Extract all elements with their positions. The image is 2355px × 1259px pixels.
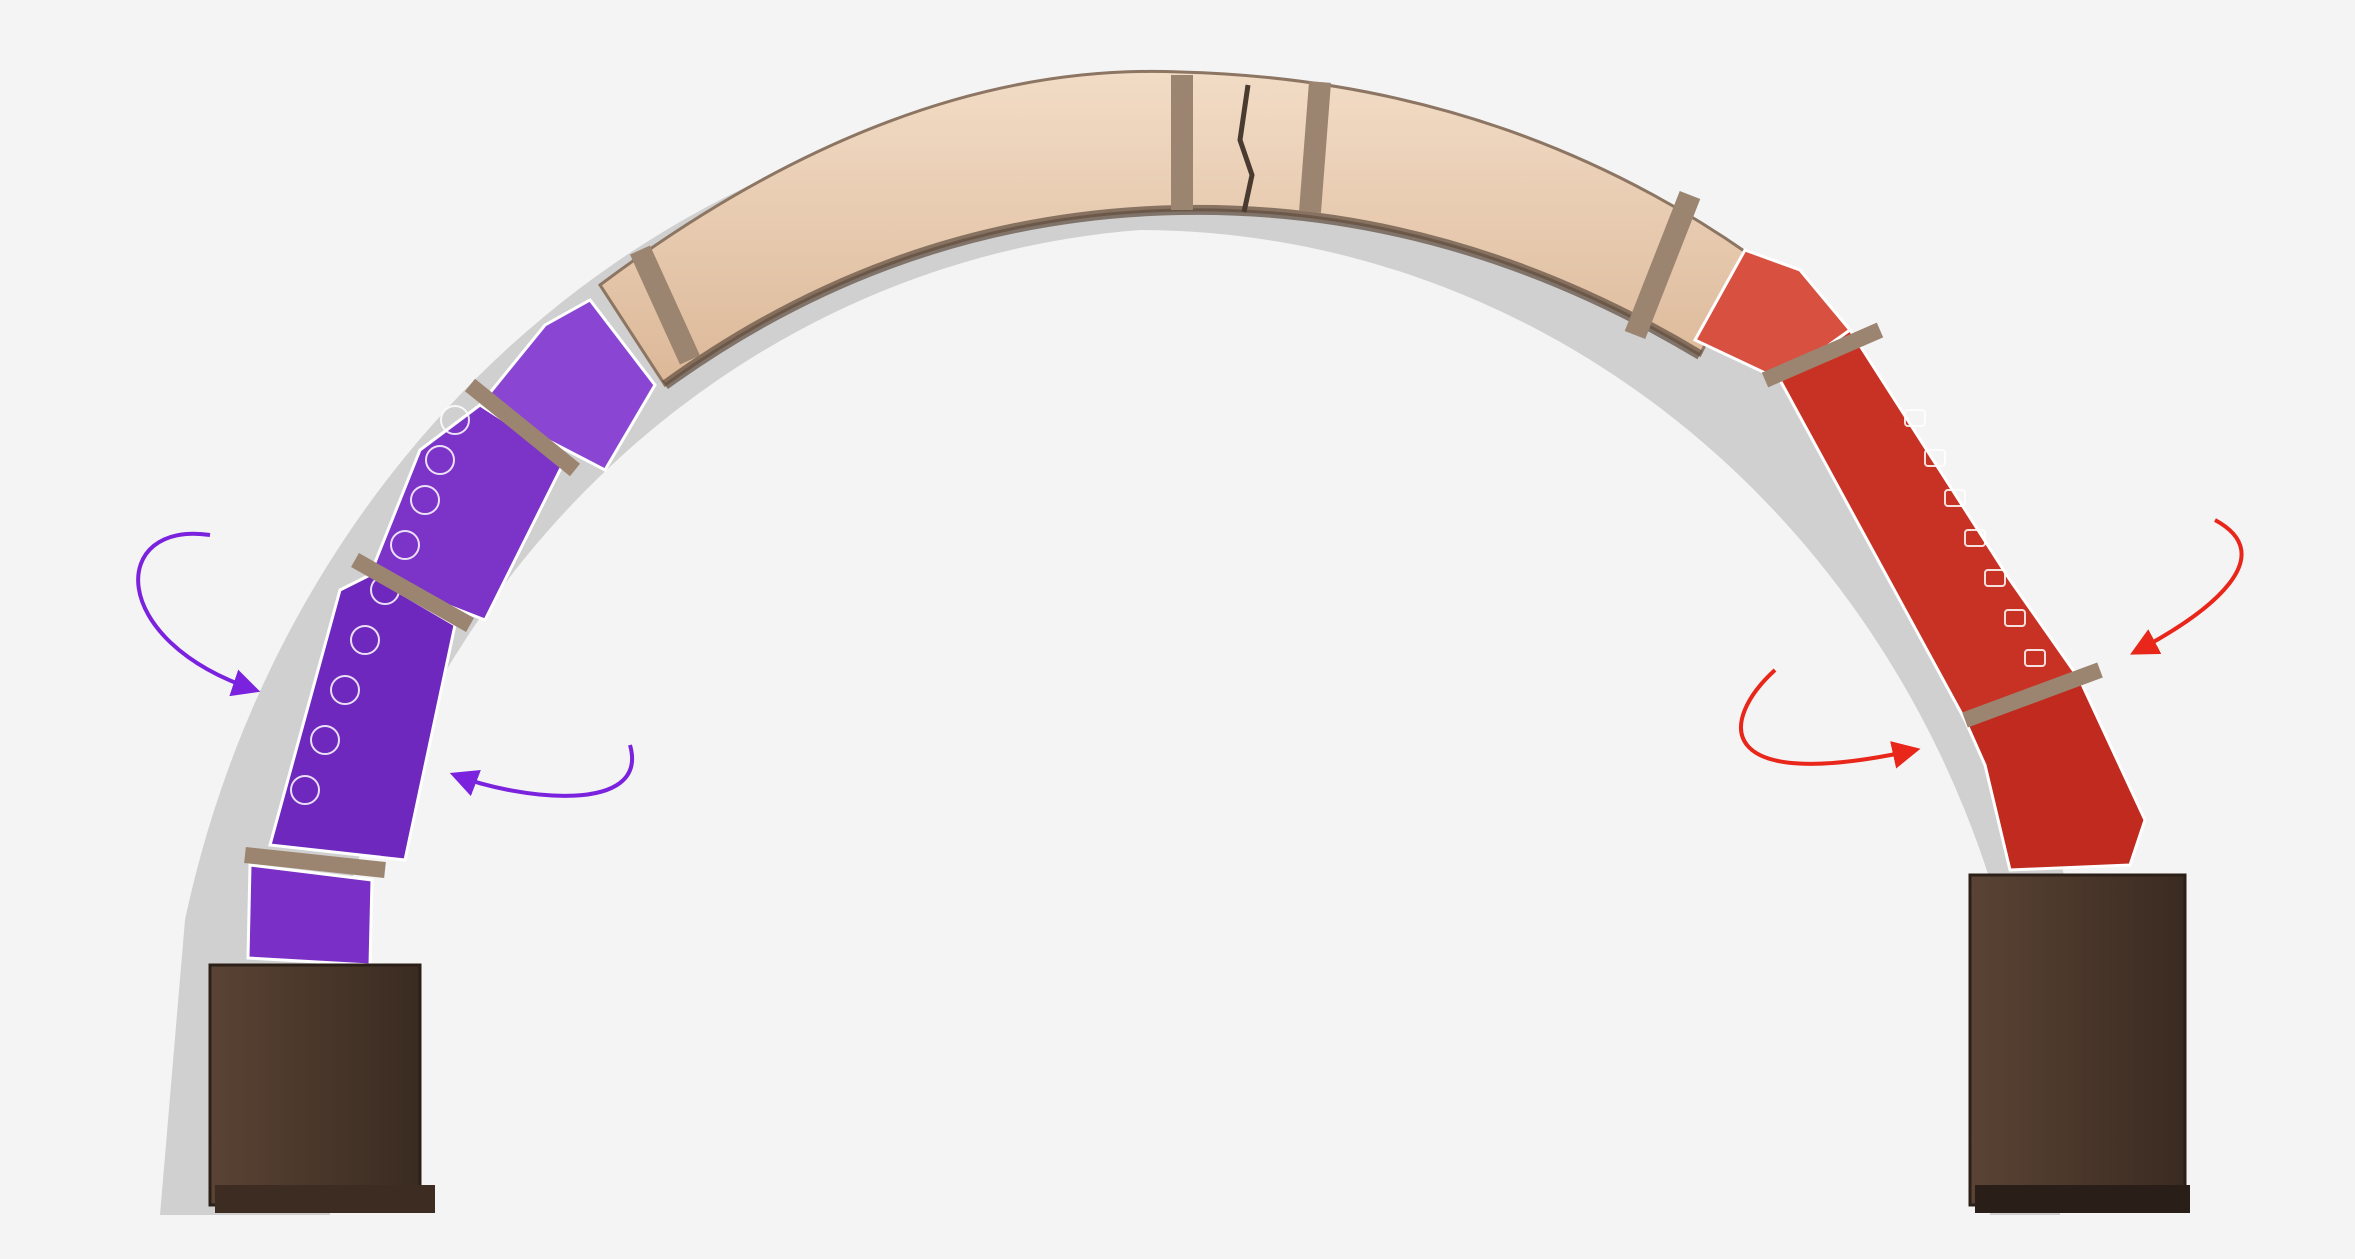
- left-pier-block: [208, 963, 422, 1207]
- left-voussoir-block-low: [268, 573, 457, 862]
- right-pier: [1968, 873, 2190, 1213]
- crown-joint-band-center-b: [1299, 81, 1331, 213]
- crown-crack: [1237, 84, 1255, 213]
- crown-joint-band-right: [1624, 190, 1701, 340]
- left-pier-plinth: [215, 1185, 435, 1213]
- right-joint-band-1: [1761, 322, 1884, 388]
- right-rotation-arrow-inner: [1739, 668, 1921, 769]
- left-joint-band-3: [244, 847, 386, 878]
- right-carving-pattern: [1904, 409, 2046, 667]
- left-carving-pattern: [290, 405, 470, 805]
- left-joint-band-2: [351, 553, 474, 632]
- left-joint-band-1: [464, 378, 581, 477]
- right-joint-band-2: [1962, 662, 2103, 728]
- left-rotation-arrow-outer: [136, 531, 261, 697]
- right-pier-block: [1968, 873, 2187, 1207]
- left-voussoir-block-mid: [368, 403, 567, 622]
- left-rotation-arrow-inner: [449, 744, 635, 798]
- right-pier-plinth: [1975, 1185, 2190, 1213]
- left-voussoir-block-base: [246, 863, 374, 967]
- right-rotation-arrow-outer: [2130, 518, 2244, 655]
- crown-joint-band-left: [629, 245, 701, 365]
- left-voussoir-section: [244, 298, 657, 967]
- left-pier: [208, 963, 435, 1213]
- right-voussoir-section: [1692, 248, 2147, 872]
